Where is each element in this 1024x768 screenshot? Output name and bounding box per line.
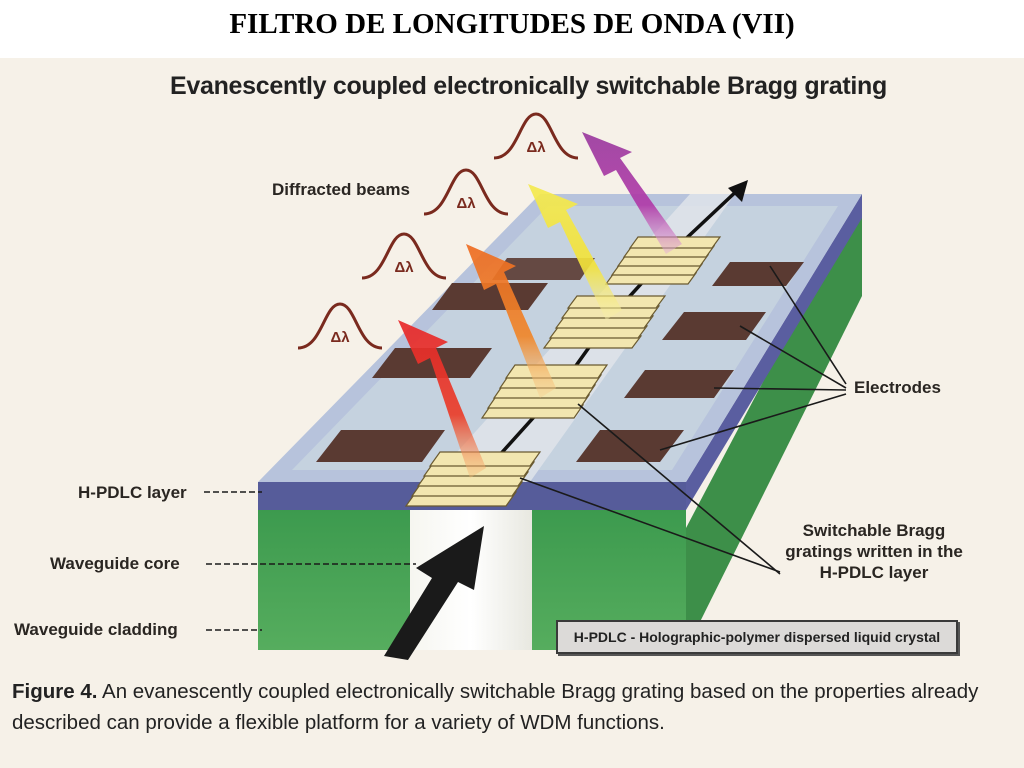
leader-electrode-2 [739,325,847,389]
label-switchable-gratings: Switchable Bragg gratings written in the… [785,521,963,582]
figure-panel: Δλ Δλ Δλ Δλ Evanescently coupled electro… [0,58,1024,768]
label-hpdlc-layer: H-PDLC layer [78,483,187,502]
electrode [624,370,734,398]
bragg-grating-diagram: Δλ Δλ Δλ Δλ [0,58,1024,768]
figure-title: Evanescently coupled electronically swit… [170,72,887,100]
leader-electrode-1 [769,265,847,385]
cladding-side-face [686,194,862,650]
electrode [576,430,684,462]
slide-title: FILTRO DE LONGITUDES DE ONDA (VII) [229,8,795,40]
diffracted-beam-purple [582,132,682,254]
diffracted-beam-yellow [528,184,622,320]
spectrum-gaussian-2 [361,232,447,280]
label-waveguide-core: Waveguide core [50,554,180,573]
label-diffracted-beams: Diffracted beams [272,180,410,199]
hpdlc-side-edge [686,194,862,510]
spectrum-symbol-4: Δλ [526,139,546,156]
leader-electrode-4 [659,393,847,451]
label-waveguide-cladding: Waveguide cladding [14,620,178,639]
electrode [492,258,595,280]
electrode [432,283,548,310]
label-electrodes: Electrodes [854,378,941,397]
spectrum-symbol-1: Δλ [330,329,350,346]
caption-label: Figure 4. [12,680,98,703]
diffracted-beam-orange [466,244,556,398]
spectrum-gaussian-3 [423,168,509,216]
spectrum-gaussian-1 [297,302,383,350]
input-arrow [384,526,484,660]
electrode [316,430,445,462]
spectrum-gaussian-4 [493,112,579,160]
electrode [712,262,804,286]
leader-electrode-3 [713,387,847,391]
caption-text: An evanescently coupled electronically s… [12,680,979,734]
electrode [662,312,766,340]
figure-caption: Figure 4. An evanescently coupled electr… [12,676,1012,738]
through-beam-arrowhead [728,180,748,202]
diffracted-beam-red [398,320,486,478]
legend-box: H-PDLC - Holographic-polymer dispersed l… [556,620,958,654]
spectrum-symbol-2: Δλ [394,259,414,276]
spectrum-symbol-3: Δλ [456,195,476,212]
leader-grating-2 [577,403,781,575]
leader-grating-1 [519,477,781,573]
